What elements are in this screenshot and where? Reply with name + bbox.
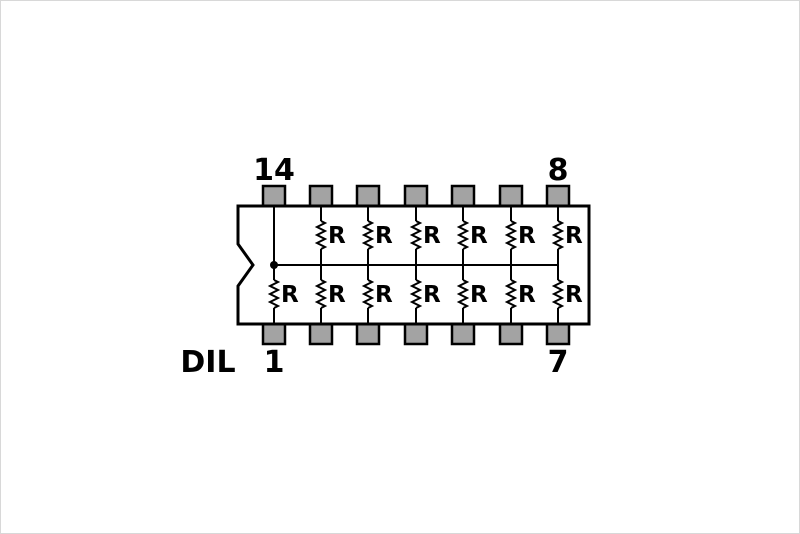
pin-1 [261, 322, 287, 346]
pin-5 [450, 322, 476, 346]
pin-7 [545, 322, 571, 346]
pin-9 [498, 184, 524, 208]
pin-14 [261, 184, 287, 208]
resistor-label: R [470, 282, 488, 308]
pin-12 [355, 184, 381, 208]
junction-dot [270, 261, 278, 269]
pin-6 [498, 322, 524, 346]
resistor-label: R [375, 223, 393, 249]
pin-8 [545, 184, 571, 208]
resistor-label: R [281, 282, 299, 308]
pin-label-7: 7 [548, 345, 569, 380]
pin-10 [450, 184, 476, 208]
resistor-label: R [470, 223, 488, 249]
package-label-dil: DIL [180, 345, 235, 380]
resistor-label: R [328, 223, 346, 249]
pin-11 [403, 184, 429, 208]
resistor-label: R [518, 223, 536, 249]
pin-label-8: 8 [548, 153, 569, 188]
resistor-label: R [328, 282, 346, 308]
resistor-label: R [423, 282, 441, 308]
pin-4 [403, 322, 429, 346]
pin-label-1: 1 [264, 345, 285, 380]
pin-3 [355, 322, 381, 346]
pin-13 [308, 184, 334, 208]
resistor-label: R [565, 282, 583, 308]
top-lead-lines [320, 206, 559, 265]
resistor-label: R [375, 282, 393, 308]
resistor-label: R [565, 223, 583, 249]
pin-label-14: 14 [253, 153, 295, 188]
bottom-lead-lines [273, 265, 559, 324]
resistor-label: R [518, 282, 536, 308]
resistor-label: R [423, 223, 441, 249]
pin-2 [308, 322, 334, 346]
